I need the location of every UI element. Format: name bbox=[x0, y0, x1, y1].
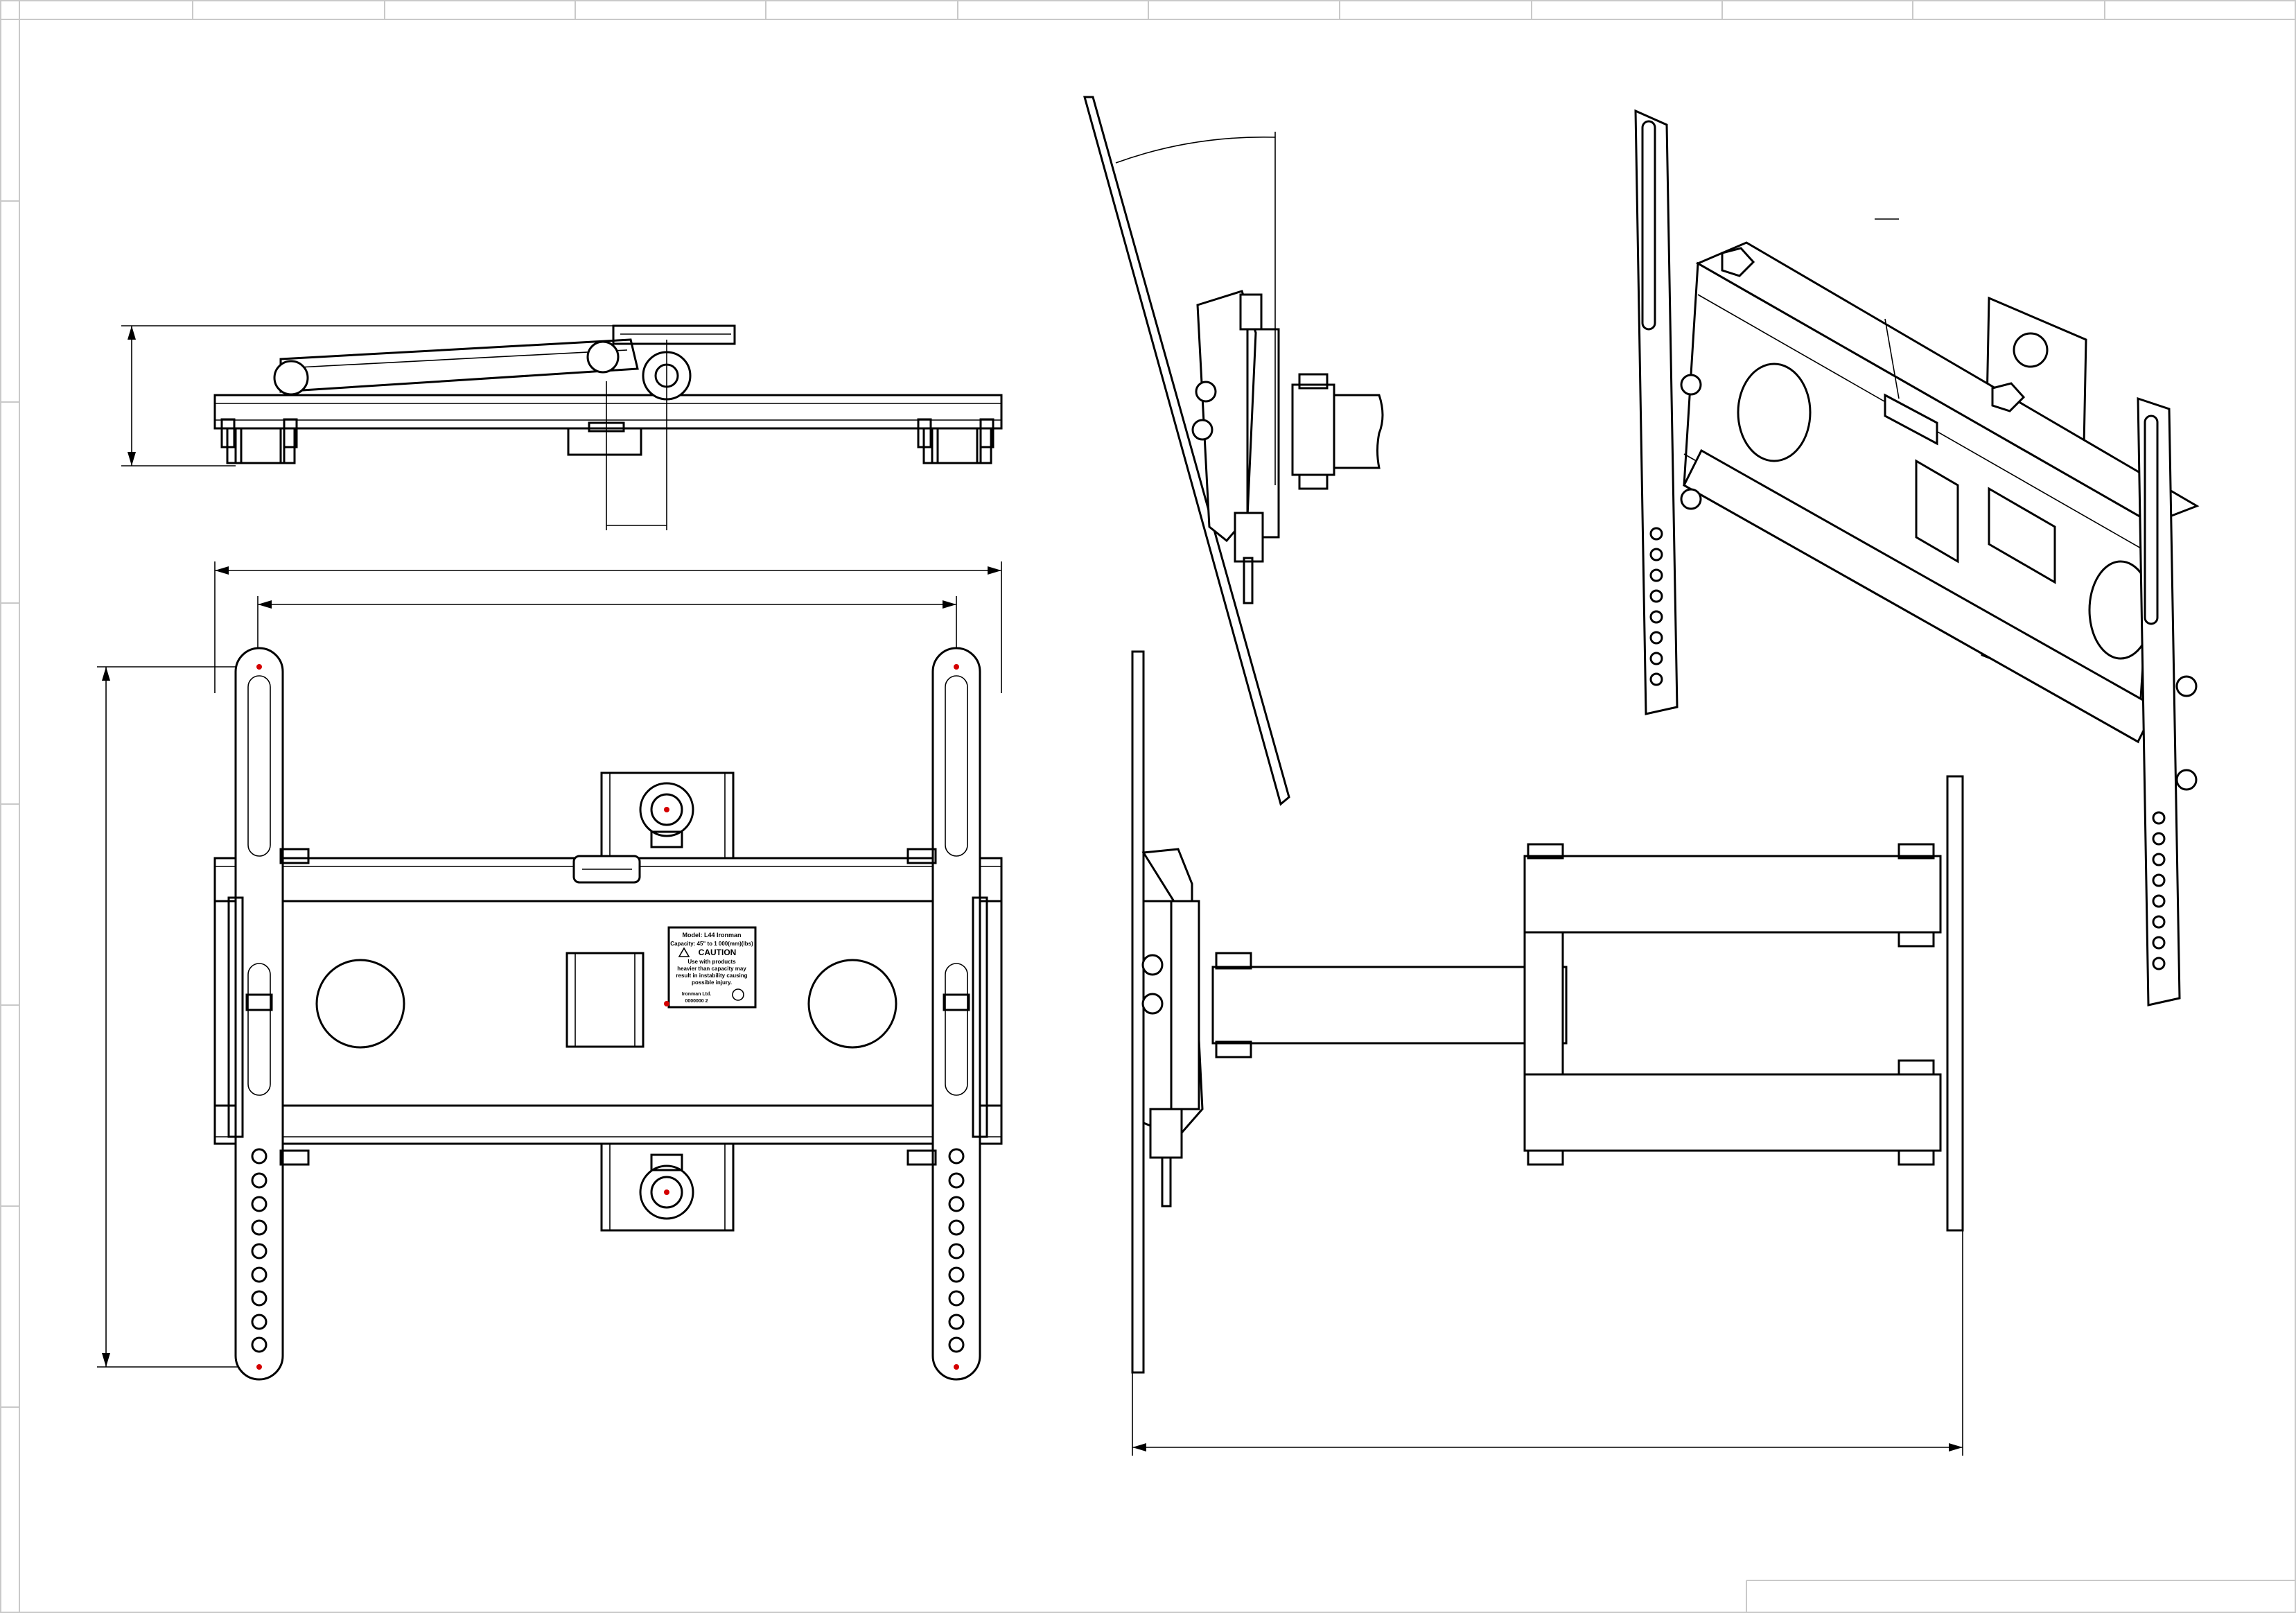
label-line-1: Model: L44 Ironman bbox=[682, 932, 741, 939]
isometric-view bbox=[1634, 109, 2200, 1006]
label-line-3: CAUTION bbox=[699, 948, 737, 957]
warning-label: Model: L44 Ironman Capacity: 45" to 1 00… bbox=[667, 926, 757, 1009]
label-line-9: 0000000 2 bbox=[685, 999, 708, 1004]
label-line-4: Use with products bbox=[687, 959, 736, 965]
top-view bbox=[121, 324, 1003, 530]
front-view: Model: L44 Ironman Capacity: 45" to 1 00… bbox=[97, 561, 1003, 1381]
certification-mark-icon bbox=[732, 988, 744, 1001]
label-line-6: result in instability causing bbox=[676, 973, 747, 979]
label-line-5: heavier than capacity may bbox=[677, 966, 746, 972]
label-line-8: Ironman Ltd. bbox=[682, 992, 711, 997]
label-line-2: Capacity: 45" to 1 000(mm)(lbs) bbox=[670, 941, 753, 947]
centre-marks bbox=[256, 664, 959, 1370]
label-line-7: possible injury. bbox=[692, 979, 732, 986]
caution-triangle-icon bbox=[678, 947, 690, 957]
tilt-side-view bbox=[1083, 96, 1384, 806]
extended-side-view bbox=[1131, 650, 1964, 1456]
